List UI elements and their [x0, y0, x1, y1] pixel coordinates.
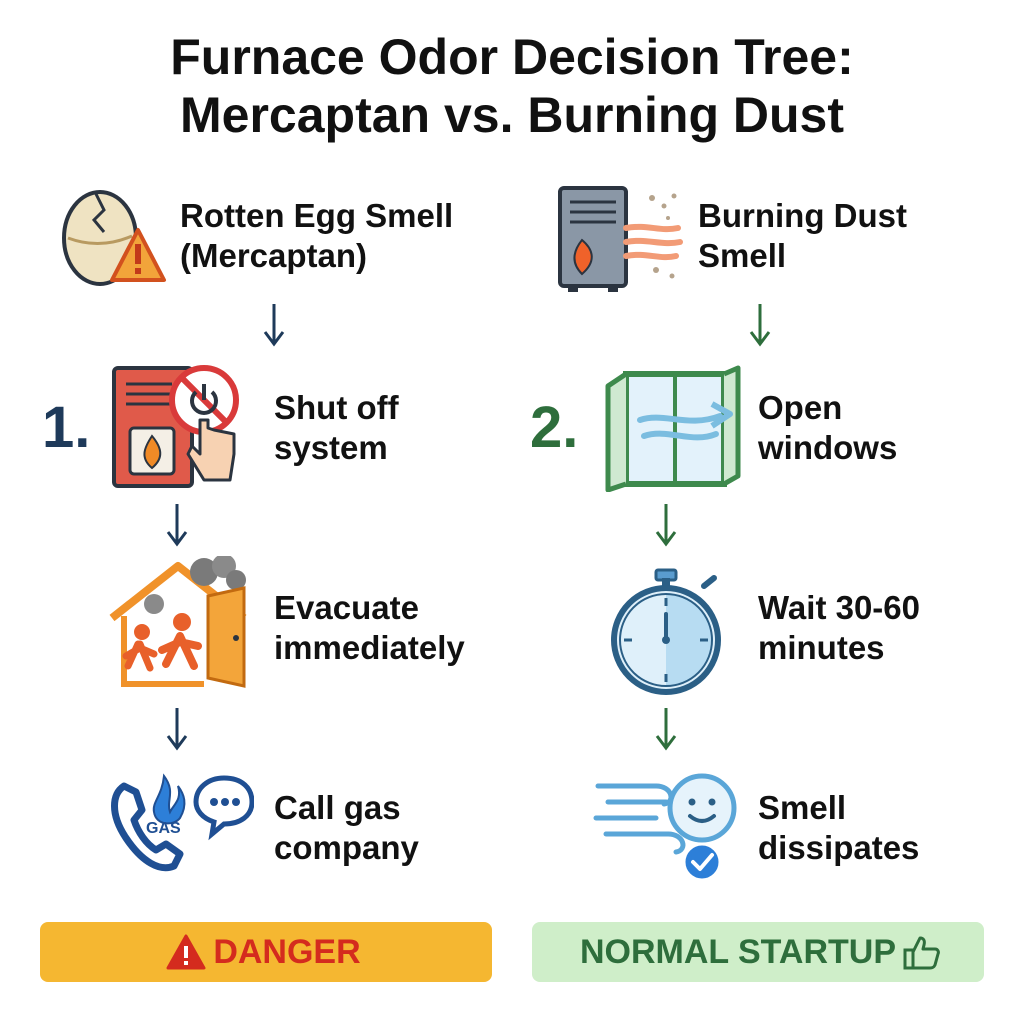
- right-step-1-line-2: windows: [758, 429, 898, 466]
- title-line-1: Furnace Odor Decision Tree:: [170, 29, 854, 85]
- phone-icon: [111, 773, 254, 872]
- left-arrow-down-1: [263, 304, 285, 347]
- right-step-3-line-1: Smell: [758, 789, 847, 826]
- right-step-1-line-1: Open: [758, 389, 843, 426]
- left-step-1-label: Shut off system: [274, 388, 399, 468]
- right-step-number: 2.: [530, 395, 579, 460]
- left-step-3-label: Call gas company: [274, 788, 419, 868]
- left-step-3-line-2: company: [274, 829, 419, 866]
- left-arrow-down-2: [166, 504, 188, 547]
- right-arrow-down-2: [655, 504, 677, 547]
- right-step-1-label: Open windows: [758, 388, 897, 468]
- warning-triangle-icon: [166, 934, 206, 970]
- smell-dissipates-icon: [593, 773, 737, 882]
- page-title: Furnace Odor Decision Tree: Mercaptan vs…: [0, 28, 1024, 144]
- evacuate-house-icon: [109, 556, 247, 688]
- call-gas-company-icon: GAS: [104, 764, 254, 876]
- normal-startup-banner: NORMAL STARTUP: [532, 922, 984, 982]
- stopwatch-icon: [611, 568, 721, 695]
- left-header-line-2: (Mercaptan): [180, 237, 368, 274]
- right-step-2-line-2: minutes: [758, 629, 885, 666]
- danger-banner: DANGER: [40, 922, 492, 982]
- open-window-icon: [605, 365, 741, 492]
- right-step-2-label: Wait 30-60 minutes: [758, 588, 920, 668]
- right-arrow-down-3: [655, 708, 677, 751]
- right-arrow-down-1: [749, 304, 771, 347]
- title-line-2: Mercaptan vs. Burning Dust: [180, 87, 844, 143]
- left-header-line-1: Rotten Egg Smell: [180, 197, 454, 234]
- furnace-dust-icon: [558, 186, 683, 292]
- left-header-label: Rotten Egg Smell (Mercaptan): [180, 196, 453, 276]
- left-step-2-line-1: Evacuate: [274, 589, 419, 626]
- right-header-line-1: Burning Dust: [698, 197, 907, 234]
- furnace-power-off-icon: [112, 365, 239, 488]
- cracked-egg-warning-icon: [62, 190, 166, 286]
- thumbs-up-icon: [903, 936, 940, 970]
- normal-startup-banner-text: NORMAL STARTUP: [579, 932, 897, 971]
- gas-icon-text: GAS: [146, 820, 181, 837]
- left-step-2-line-2: immediately: [274, 629, 465, 666]
- left-step-1-line-2: system: [274, 429, 388, 466]
- right-step-3-label: Smell dissipates: [758, 788, 919, 868]
- left-step-1-line-1: Shut off: [274, 389, 399, 426]
- right-header-label: Burning Dust Smell: [698, 196, 907, 276]
- left-step-number: 1.: [42, 395, 91, 460]
- left-arrow-down-3: [166, 708, 188, 751]
- right-header-line-2: Smell: [698, 237, 787, 274]
- right-step-2-line-1: Wait 30-60: [758, 589, 921, 626]
- right-step-3-line-2: dissipates: [758, 829, 920, 866]
- left-step-2-label: Evacuate immediately: [274, 588, 465, 668]
- left-step-3-line-1: Call gas: [274, 789, 401, 826]
- danger-banner-text: DANGER: [213, 932, 361, 971]
